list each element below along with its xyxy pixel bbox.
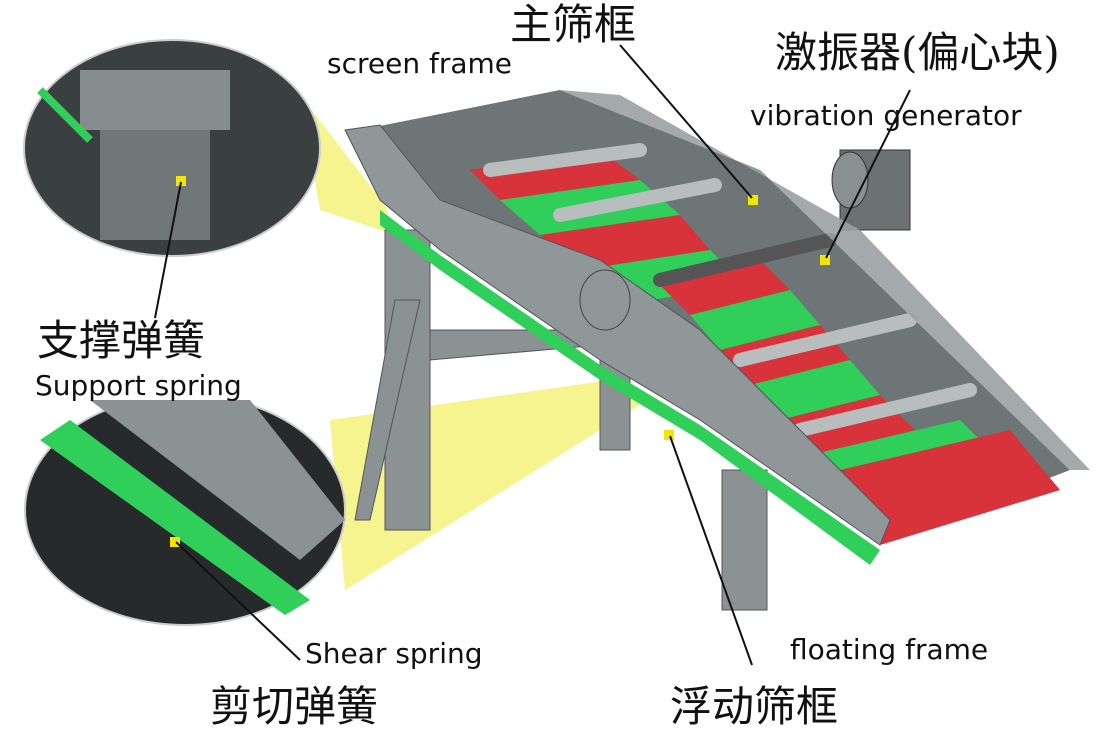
vibration-generator-label-en: vibration generator [750, 99, 1022, 132]
inset-shear-green-strip [40, 420, 310, 615]
support-spring-label-cn: 支撑弹簧 [37, 316, 206, 365]
inset-frame-block [80, 70, 230, 130]
floating-frame-label-cn: 浮动筛框 [670, 682, 839, 731]
screen-frame-label-en: screen frame [327, 47, 513, 80]
support-spring-label-en: Support spring [35, 369, 242, 402]
cross-beams [483, 143, 977, 437]
leader-lines [154, 44, 911, 666]
label-markers [170, 176, 830, 547]
inset-green-strip [37, 87, 93, 143]
inset-spring-housing [100, 130, 210, 240]
shear-spring-label-cn: 剪切弹簧 [210, 682, 379, 731]
screen-frame-side-panel [344, 124, 891, 546]
floating-frame-green-strip [380, 210, 880, 565]
shear-spring-label-en: Shear spring [305, 637, 483, 670]
vibration-generator-label-cn: 激振器(偏心块) [775, 28, 1060, 77]
screen-frame-far-wall [560, 90, 1090, 470]
eccentric-block [579, 269, 631, 331]
support-spring-highlight [300, 95, 395, 235]
inset-shear-panel [90, 400, 345, 560]
motor [831, 149, 911, 231]
screen-frame-label-cn: 主筛框 [510, 0, 637, 49]
floating-frame-label-en: floating frame [790, 633, 989, 666]
